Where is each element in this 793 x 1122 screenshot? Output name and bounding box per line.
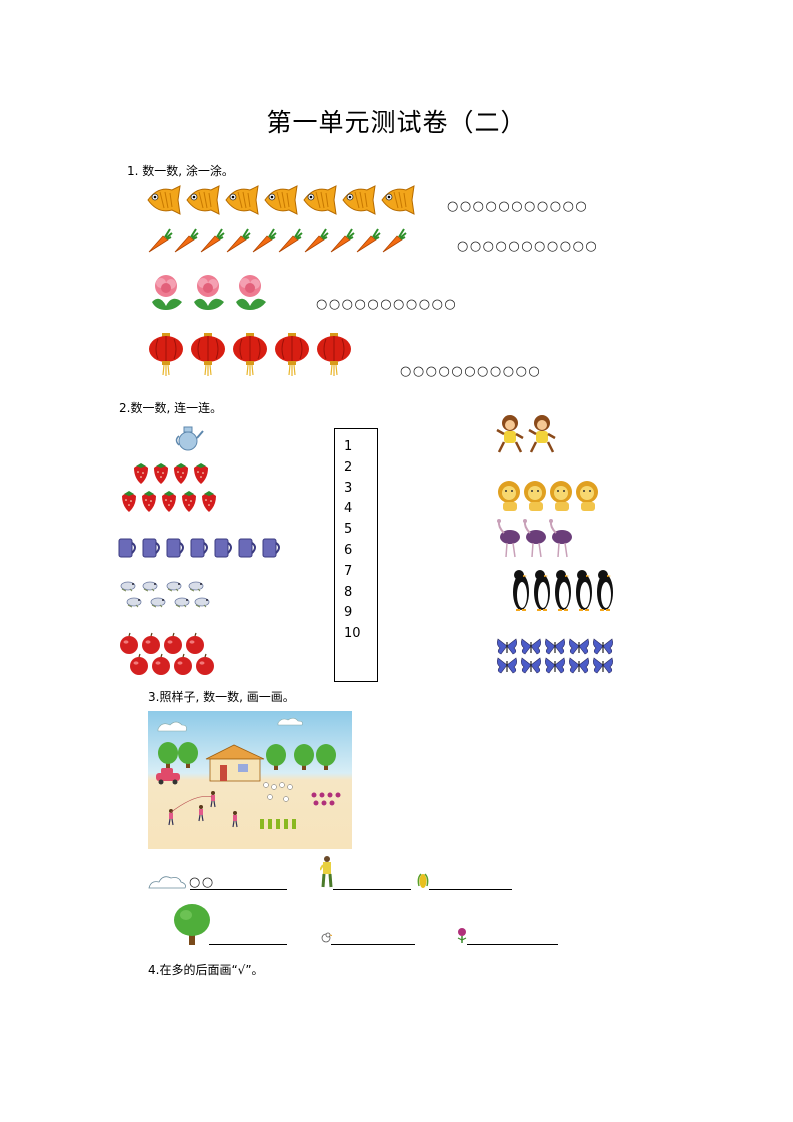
answer-circles-fish[interactable]: ○○○○○○○○○○○ [447,199,589,214]
answer-line-tree[interactable] [209,944,287,945]
number-9[interactable]: 9 [344,605,353,621]
small-birds-icon [120,581,210,608]
question-1-heading: 1. 数一数, 涂一涂。 [127,164,234,178]
number-5[interactable]: 5 [344,522,353,538]
ostrich-icon [496,519,573,558]
chick-icon [321,932,332,943]
example-circles: ○○ [189,875,215,890]
strawberry-icon [122,463,216,512]
lantern-icon [148,333,352,377]
monkey-icon [496,414,557,454]
answer-circles-carrot[interactable]: ○○○○○○○○○○○ [457,239,599,254]
carrot-icon [148,228,407,253]
fish-row [146,184,416,216]
answer-circles-flower[interactable]: ○○○○○○○○○○○ [316,297,458,312]
number-4[interactable]: 4 [344,501,353,517]
question-2-heading: 2.数一数, 连一连。 [119,401,223,415]
butterfly-icon [496,638,614,674]
question-4-heading: 4.在多的后面画“√”。 [148,963,264,977]
answer-line-farmer[interactable] [333,889,411,890]
farmer-icon [320,856,333,888]
number-3[interactable]: 3 [344,480,353,496]
answer-line-cloud[interactable] [190,889,287,890]
tree-icon [174,904,210,945]
flower-icon [152,275,266,310]
number-8[interactable]: 8 [344,584,353,600]
carrot-row [146,227,408,255]
answer-line-corn[interactable] [429,889,512,890]
penguin-icon [512,569,614,611]
flower-small-icon [457,928,467,943]
number-2[interactable]: 2 [344,459,353,475]
flower-row [148,272,272,312]
answer-line-flower[interactable] [467,944,558,945]
page-title: 第一单元测试卷（二） [266,108,527,137]
scene-illustration [148,711,352,849]
number-10[interactable]: 10 [344,626,361,642]
fish-icon [147,185,415,215]
answer-circles-lantern[interactable]: ○○○○○○○○○○○ [400,364,542,379]
teapot-icon [175,426,204,451]
mug-icon [118,538,280,558]
lantern-row [148,333,358,377]
answer-line-chick[interactable] [331,944,415,945]
lion-icon [498,481,598,511]
apple-icon [119,632,215,676]
question-3-heading: 3.照样子, 数一数, 画一画。 [148,690,295,704]
number-6[interactable]: 6 [344,542,353,558]
corn-icon [417,873,429,888]
number-1[interactable]: 1 [344,439,353,454]
cloud-icon [148,876,186,889]
number-7[interactable]: 7 [344,563,353,579]
number-box: 1 2 3 4 5 6 7 8 9 10 [334,428,378,682]
